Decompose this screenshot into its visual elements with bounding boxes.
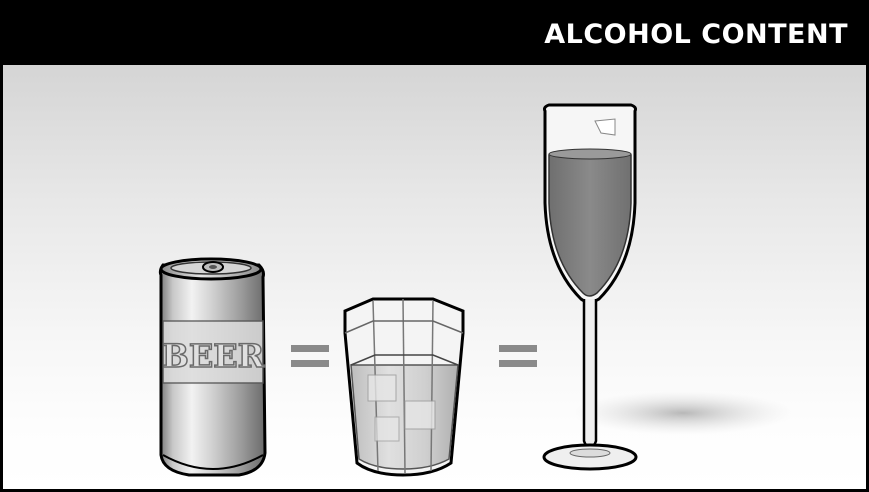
equals-sign-icon: [291, 345, 329, 367]
equals-sign-icon: [499, 345, 537, 367]
liquor-glass-icon: [345, 299, 463, 475]
glass-shadow: [573, 391, 793, 435]
can-label: BEER: [162, 337, 265, 375]
scene: BEER: [3, 3, 866, 489]
